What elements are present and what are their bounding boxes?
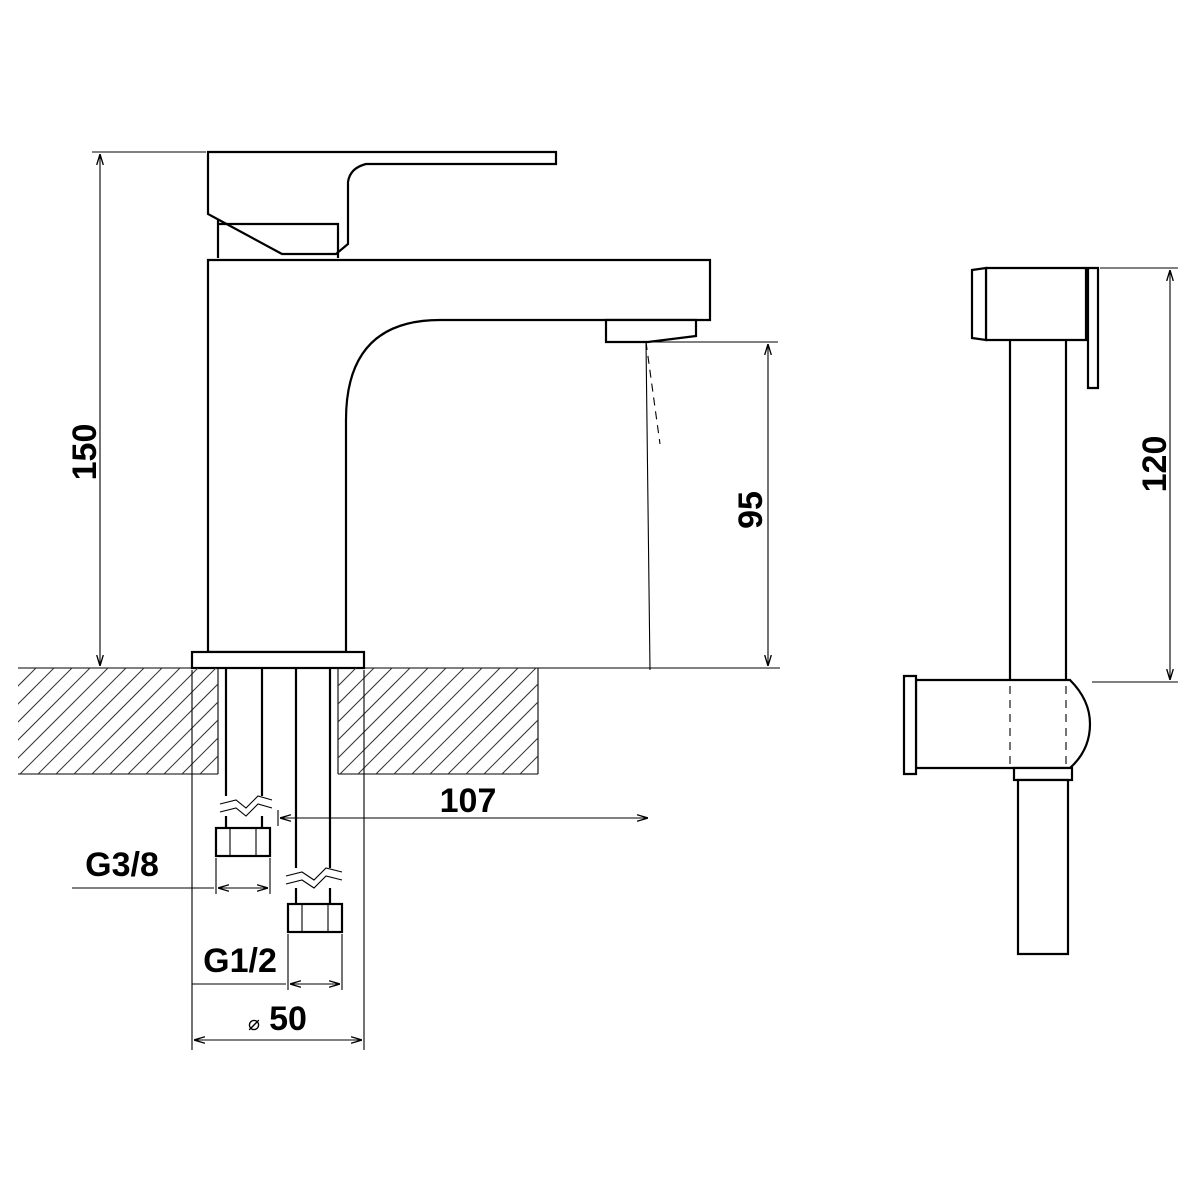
hand-shower-side-view xyxy=(902,266,1100,956)
hatch-line xyxy=(447,683,538,774)
hatch-line xyxy=(429,668,537,774)
hatch-line xyxy=(37,668,145,774)
hatch-line xyxy=(338,668,393,723)
dim-label-150: 150 xyxy=(66,424,104,481)
aerator xyxy=(604,318,698,344)
dimension-120: 120 xyxy=(1092,267,1178,683)
hatch-line xyxy=(145,701,218,774)
faucet-body xyxy=(206,258,712,654)
hatch-line xyxy=(393,668,501,774)
hatch-line xyxy=(109,668,217,774)
dimension-g12: G1/2 xyxy=(192,934,343,990)
cartridge-cap xyxy=(216,220,340,258)
dimension-diameter-50: ⌀ 50 xyxy=(191,670,365,1050)
hatch-line xyxy=(199,755,218,774)
dim-label-107: 107 xyxy=(440,782,497,820)
hatch-line xyxy=(73,668,181,774)
dimension-150: 150 xyxy=(66,151,206,666)
wall-holder xyxy=(914,678,1092,770)
hatch-line xyxy=(501,737,538,774)
hatch-line xyxy=(519,755,538,774)
faucet-front-view xyxy=(190,150,712,671)
dim-label-95: 95 xyxy=(732,491,770,529)
hatch-line xyxy=(217,773,218,774)
hatch-line xyxy=(357,668,465,774)
base-flange xyxy=(190,650,366,670)
dim-label-50: 50 xyxy=(269,1000,307,1038)
hatch-line xyxy=(338,668,411,741)
hatch-line xyxy=(338,668,429,759)
shower-hose xyxy=(1016,778,1070,956)
hatch-line xyxy=(483,719,538,774)
dim-label-120: 120 xyxy=(1136,436,1174,493)
lever-handle xyxy=(206,150,558,256)
hatch-line xyxy=(465,701,538,774)
dimension-95: 95 xyxy=(646,341,778,666)
dimension-107: 107 xyxy=(277,782,648,826)
hatch-line xyxy=(127,683,218,774)
dimension-g38: G3/8 xyxy=(72,846,271,894)
hatch-line xyxy=(18,668,19,669)
dim-label-g38: G3/8 xyxy=(85,846,159,884)
trigger-button xyxy=(1086,266,1100,390)
hatch-line xyxy=(338,668,339,669)
hatch-line xyxy=(339,668,447,774)
hatch-line xyxy=(411,668,519,774)
dim-label-g12: G1/2 xyxy=(203,942,277,980)
water-stream xyxy=(645,341,661,445)
hatch-line xyxy=(19,668,127,774)
hatch-line xyxy=(18,668,109,759)
hatch-line xyxy=(375,668,483,774)
shower-head xyxy=(984,266,1088,342)
hatch-line xyxy=(18,668,55,705)
hatch-line xyxy=(55,668,163,774)
diameter-symbol: ⌀ xyxy=(248,1011,260,1035)
hatch-line xyxy=(18,668,73,723)
hex-nut-g12 xyxy=(286,902,344,934)
hatch-line xyxy=(338,668,375,705)
hatch-line xyxy=(91,668,199,774)
hatch-line xyxy=(163,719,218,774)
supply-pipes xyxy=(214,668,344,934)
hatch-line xyxy=(338,668,357,687)
hex-nut-g38 xyxy=(214,826,272,858)
hatch-line xyxy=(18,668,37,687)
hatch-line xyxy=(18,668,91,741)
countertop-section xyxy=(18,667,780,775)
hatch-line xyxy=(181,737,218,774)
hatch-line xyxy=(537,773,538,774)
